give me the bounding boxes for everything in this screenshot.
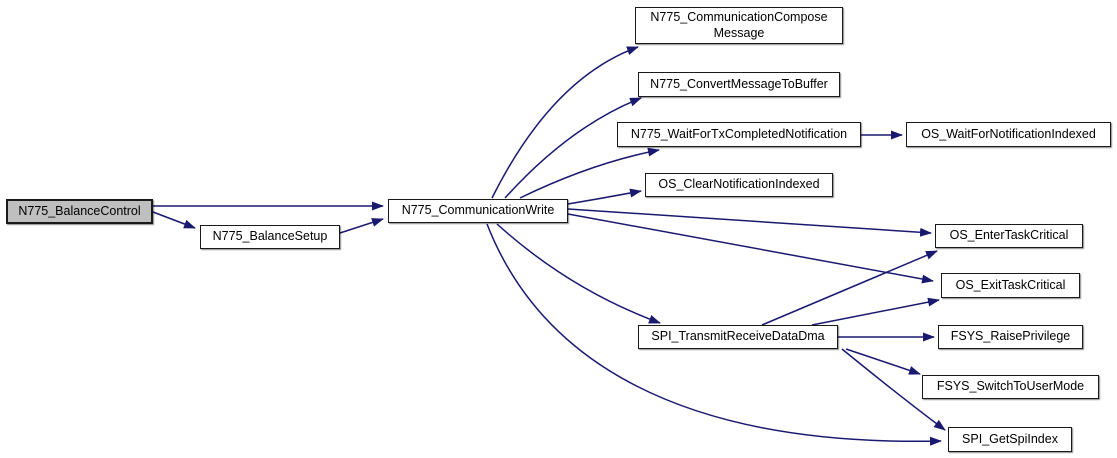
edge-n775-communicationwrite-to-n775-communicationcomposemessage xyxy=(491,46,639,199)
node-fsys-switchtousermode[interactable]: FSYS_SwitchToUserMode xyxy=(922,375,1099,399)
node-n775-waitfortxcompletednotification[interactable]: N775_WaitForTxCompletedNotification xyxy=(617,122,861,147)
node-os-clearnotificationindexed[interactable]: OS_ClearNotificationIndexed xyxy=(645,173,833,197)
edge-n775-communicationwrite-to-n775-waitfortxcompletednotification xyxy=(519,147,660,199)
node-n775-communicationcomposemessage[interactable]: N775_CommunicationCompose Message xyxy=(635,7,843,44)
node-n775-balancecontrol[interactable]: N775_BalanceControl xyxy=(6,199,153,224)
node-fsys-raiseprivilege[interactable]: FSYS_RaisePrivilege xyxy=(938,325,1083,349)
node-spi-getspiindex[interactable]: SPI_GetSpiIndex xyxy=(948,427,1072,452)
node-n775-convertmessagetobuffer[interactable]: N775_ConvertMessageToBuffer xyxy=(638,72,840,97)
node-spi-transmitreceivedatadma[interactable]: SPI_TransmitReceiveDataDma xyxy=(638,325,838,349)
edge-n775-balancecontrol-to-n775-balancesetup xyxy=(152,211,196,229)
edge-n775-communicationwrite-to-spi-transmitreceivedatadma xyxy=(496,223,661,324)
node-n775-balancesetup[interactable]: N775_BalanceSetup xyxy=(200,225,340,249)
node-n775-communicationwrite[interactable]: N775_CommunicationWrite xyxy=(388,199,568,223)
edge-spi-transmitreceivedatadma-to-fsys-switchtousermode xyxy=(845,348,921,375)
node-os-entertaskcritical[interactable]: OS_EnterTaskCritical xyxy=(935,224,1083,248)
node-os-exittaskcritical[interactable]: OS_ExitTaskCritical xyxy=(941,273,1080,298)
edge-spi-transmitreceivedatadma-to-os-exittaskcritical xyxy=(811,297,940,326)
edge-spi-transmitreceivedatadma-to-os-entertaskcritical xyxy=(761,250,938,326)
node-os-waitfornotificationindexed[interactable]: OS_WaitForNotificationIndexed xyxy=(906,122,1111,147)
edge-n775-communicationwrite-to-spi-getspiindex xyxy=(486,223,942,446)
edge-n775-communicationwrite-to-os-entertaskcritical xyxy=(567,208,932,237)
edge-n775-communicationwrite-to-os-clearnotificationindexed xyxy=(567,188,642,205)
edge-n775-communicationwrite-to-n775-convertmessagetobuffer xyxy=(504,97,642,199)
edge-spi-transmitreceivedatadma-to-spi-getspiindex xyxy=(841,348,946,431)
edge-n775-balancesetup-to-n775-communicationwrite xyxy=(339,218,384,234)
edge-n775-communicationwrite-to-os-exittaskcritical xyxy=(567,213,934,284)
